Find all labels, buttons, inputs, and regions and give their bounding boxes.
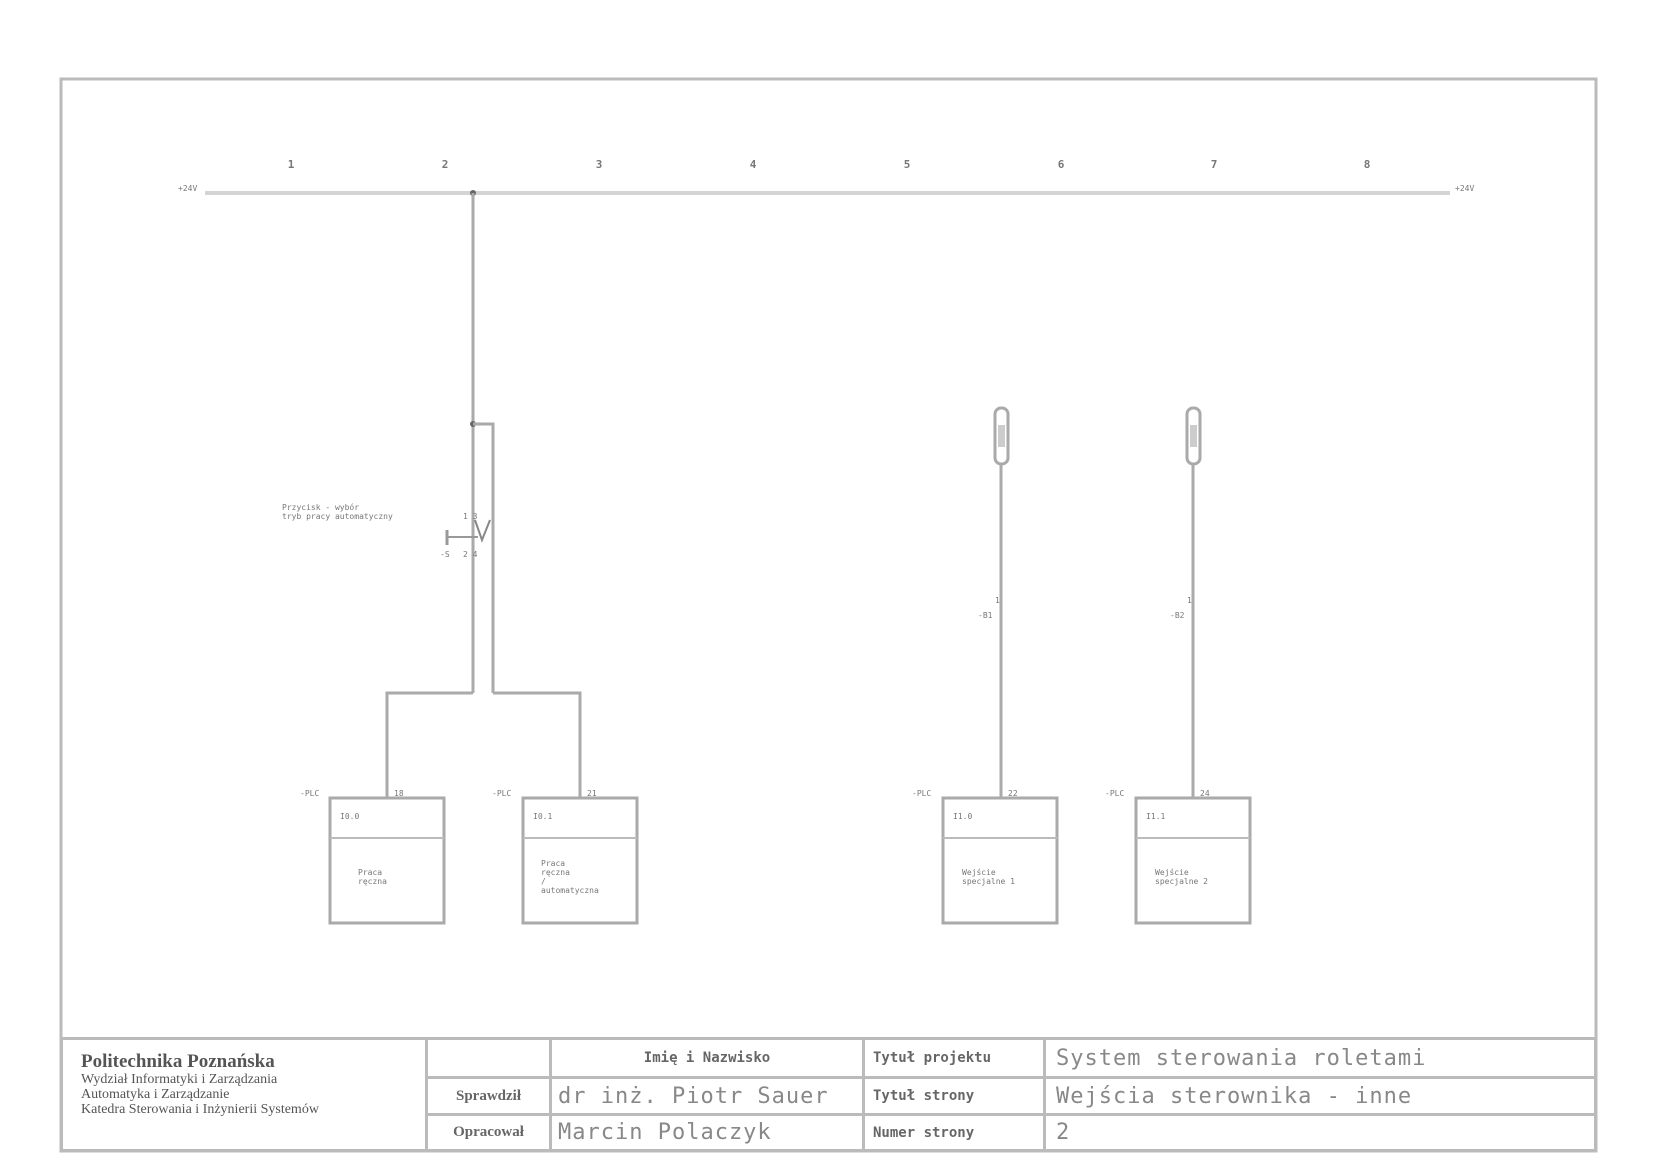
column-number: 6 xyxy=(1057,158,1065,171)
column-number: 5 xyxy=(903,158,911,171)
institution-block: Politechnika Poznańska Wydział Informaty… xyxy=(63,1040,428,1149)
switch-description: Przycisk - wybór xyxy=(282,503,360,512)
title-block: Politechnika Poznańska Wydział Informaty… xyxy=(60,1037,1597,1152)
prepared-value: Marcin Polaczyk xyxy=(552,1116,865,1149)
plc-address: I1.0 xyxy=(953,812,973,821)
plc-device-label: -PLC xyxy=(912,789,932,798)
bus-label-right: +24V xyxy=(1455,184,1475,193)
sensor-2-designation: -B2 xyxy=(1170,611,1185,620)
plc-box-2 xyxy=(521,796,639,925)
sensor-2-terminal: 1 xyxy=(1187,596,1192,605)
column-number: 8 xyxy=(1363,158,1371,171)
switch-description: tryb pracy automatyczny xyxy=(282,512,393,521)
column-number: 7 xyxy=(1210,158,1218,171)
page-title-value: Wejścia sterownika - inne xyxy=(1046,1079,1594,1116)
empty-header-cell xyxy=(428,1040,552,1079)
wire-to-I0.0 xyxy=(385,691,473,798)
prepared-label: Opracował xyxy=(428,1116,552,1149)
plc-pin-label: 22 xyxy=(1008,789,1018,798)
plc-box-3 xyxy=(941,796,1059,925)
bus-label-left: +24V xyxy=(178,184,198,193)
sensor-1-designation: -B1 xyxy=(978,611,993,620)
switch-terminals-bottom: 2 4 xyxy=(463,550,478,559)
faculty-name: Wydział Informatyki i Zarządzania xyxy=(81,1072,278,1087)
plc-box-1 xyxy=(328,796,446,925)
plc-pin-label: 18 xyxy=(394,789,404,798)
plc-address: I0.1 xyxy=(533,812,553,821)
column-number: 2 xyxy=(441,158,449,171)
project-title-value: System sterowania roletami xyxy=(1046,1040,1594,1079)
plc-box-4 xyxy=(1134,796,1252,925)
plc-device-label: -PLC xyxy=(1105,789,1125,798)
plc-address: I0.0 xyxy=(340,812,360,821)
plc-device-label: -PLC xyxy=(492,789,512,798)
page-number-label: Numer strony xyxy=(865,1116,1046,1149)
switch-terminals-top: 1 3 xyxy=(463,512,478,521)
page-title-label: Tytuł strony xyxy=(865,1079,1046,1116)
wire-to-I0.1 xyxy=(493,691,582,798)
plc-device-label: -PLC xyxy=(300,789,320,798)
switch-parallel-wire xyxy=(473,422,495,693)
institution-name: Politechnika Poznańska xyxy=(81,1051,275,1072)
sensor-1-terminal: 1 xyxy=(995,596,1000,605)
checked-label: Sprawdził xyxy=(428,1079,552,1116)
project-title-label: Tytuł projektu xyxy=(865,1040,1046,1079)
page-number-value: 2 xyxy=(1056,1120,1071,1145)
department-name: Katedra Sterowania i Inżynierii Systemów xyxy=(81,1102,319,1117)
switch-designation: -S xyxy=(440,550,450,559)
plc-address: I1.1 xyxy=(1146,812,1166,821)
drawing-frame xyxy=(59,77,1598,1153)
column-number: 1 xyxy=(287,158,295,171)
name-header: Imię i Nazwisko xyxy=(552,1040,865,1079)
column-number: 3 xyxy=(595,158,603,171)
selector-switch-symbol xyxy=(474,519,491,543)
plc-pin-label: 21 xyxy=(587,789,597,798)
checked-value: dr inż. Piotr Sauer xyxy=(552,1079,865,1116)
field-name: Automatyka i Zarządzanie xyxy=(81,1087,230,1102)
plc-pin-label: 24 xyxy=(1200,789,1210,798)
column-number: 4 xyxy=(749,158,757,171)
